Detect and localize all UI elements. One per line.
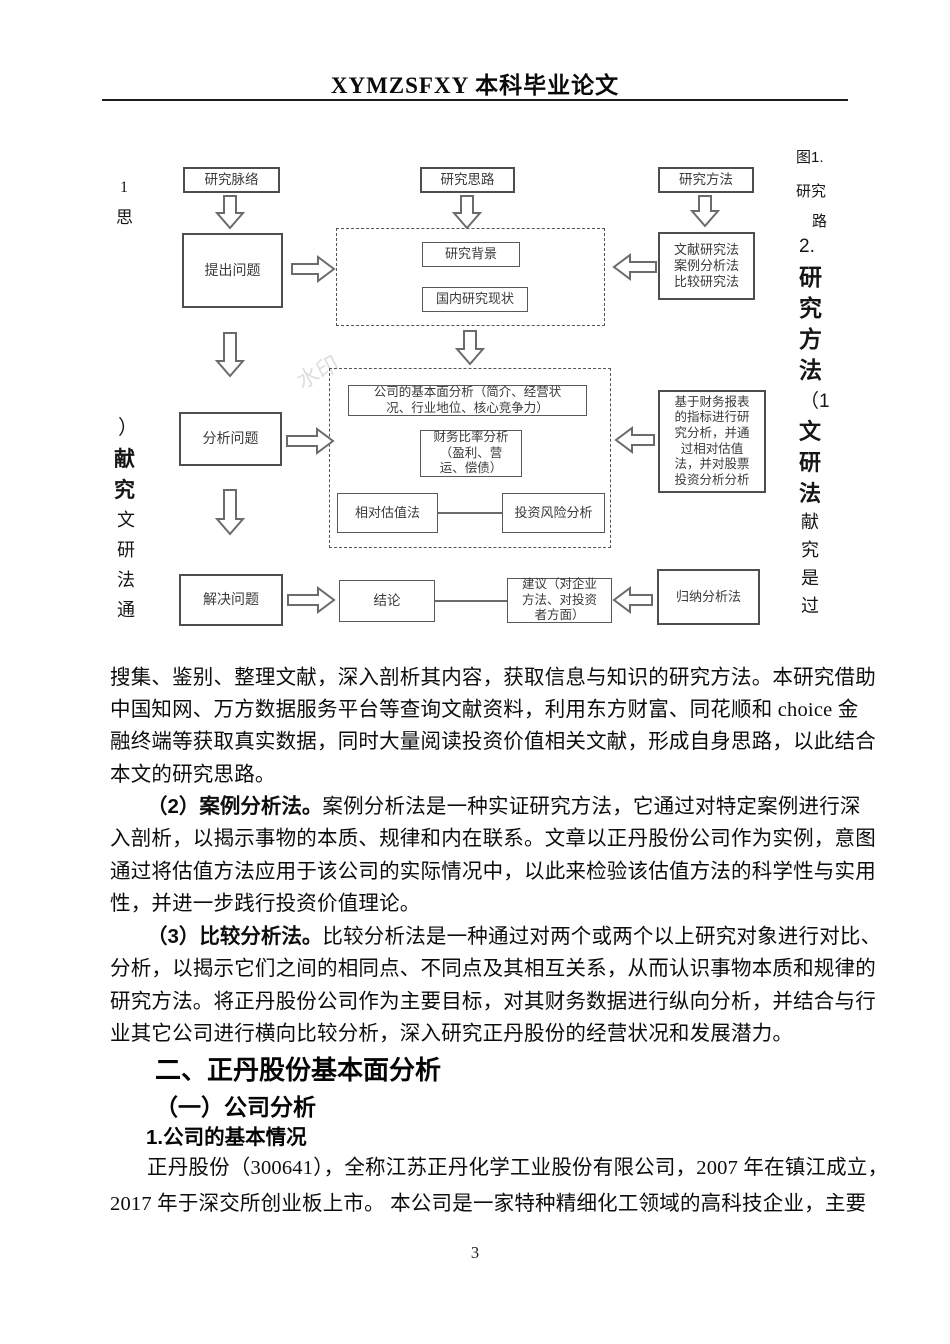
margin-char-right: 研 <box>799 450 822 475</box>
box-suggestion: 建议（对企业 方法、对投资 者方面） <box>507 577 612 623</box>
section-heading-2: （一）公司分析 <box>155 1094 316 1120</box>
section-heading-1: 二、正丹股份基本面分析 <box>155 1055 442 1085</box>
body-text-run: 通过将估值方法应用于该公司的实际情况中，以此来检验该估值方法的科学性与实用 <box>110 861 876 883</box>
header-rule <box>102 99 848 101</box>
margin-char-left: 究 <box>114 479 135 502</box>
margin-char-left: 通 <box>117 600 135 620</box>
body-text-run: 比较分析法是一种通过对两个或两个以上研究对象进行对比、 <box>322 926 882 948</box>
body-text-run: 中国知网、万方数据服务平台等查询文献资料，利用东方财富、同花顺和 choice … <box>110 699 859 721</box>
body-text-run: 搜集、鉴别、整理文献，深入剖析其内容，获取信息与知识的研究方法。本研究借助 <box>110 667 876 689</box>
margin-char-right: 法 <box>799 481 822 506</box>
margin-char-right: （1 <box>800 391 830 412</box>
body-text-run: 本文的研究思路。 <box>110 764 276 786</box>
block-arrow-down <box>451 195 483 230</box>
body-line: 性，并进一步践行投资价值理论。 <box>110 886 850 916</box>
box-solve-question: 解决问题 <box>179 574 283 626</box>
box-analyze-question: 分析问题 <box>179 412 282 466</box>
block-arrow-left <box>612 253 657 281</box>
block-arrow-left <box>612 586 653 614</box>
box-fundamental-analysis: 公司的基本面分析（简介、经营状 况、行业地位、核心竞争力） <box>348 385 587 416</box>
body-line: 中国知网、万方数据服务平台等查询文献资料，利用东方财富、同花顺和 choice … <box>110 692 858 722</box>
body-line: （2）案例分析法。案例分析法是一种实证研究方法，它通过对特定案例进行深 <box>110 789 887 819</box>
body-line: 通过将估值方法应用于该公司的实际情况中，以此来检验该估值方法的科学性与实用 <box>110 854 876 884</box>
body-line: 融终端等获取真实数据，同时大量阅读投资价值相关文献，形成自身思路，以此结合 <box>110 724 876 754</box>
margin-char-left: 思 <box>116 208 133 227</box>
body-text-run: 研究方法。将正丹股份公司作为主要目标，对其财务数据进行纵向分析，并结合与行 <box>110 991 876 1013</box>
margin-char-right: 过 <box>801 596 819 616</box>
body-line: 入剖析，以揭示事物的本质、规律和内在联系。文章以正丹股份公司作为实例，意图 <box>110 821 876 851</box>
body-line: 本文的研究思路。 <box>110 757 850 787</box>
margin-char-right: 法 <box>799 357 822 383</box>
body-bold-label: （2）案例分析法。 <box>147 795 323 818</box>
block-arrow-down <box>214 489 246 536</box>
body-line: 分析，以揭示它们之间的相同点、不同点及其相互关系，从而认识事物本质和规律的 <box>110 951 876 981</box>
body-line: （3）比较分析法。比较分析法是一种通过对两个或两个以上研究对象进行对比、 <box>110 919 887 949</box>
body-text-run: 业其它公司进行横向比较分析，深入研究正丹股份的经营状况和发展潜力。 <box>110 1023 794 1045</box>
margin-char-right: 2. <box>799 236 815 257</box>
body-text-run: 案例分析法是一种实证研究方法，它通过对特定案例进行深 <box>322 796 861 818</box>
body-text-run: 性，并进一步践行投资价值理论。 <box>110 893 421 915</box>
body-text-run: 入剖析，以揭示事物的本质、规律和内在联系。文章以正丹股份公司作为实例，意图 <box>110 828 876 850</box>
margin-char-right: 图1. <box>796 149 824 166</box>
margin-char-right: 研 <box>799 264 822 290</box>
margin-char-left: ） <box>118 417 138 439</box>
box-financial-ratio: 财务比率分析 （盈利、营 运、偿债） <box>420 430 522 477</box>
box-indicator-note: 基于财务报表 的指标进行研 究分析，并通 过相对估值 法，并对股票 投资分析分析 <box>658 390 766 493</box>
body-text-run: 分析，以揭示它们之间的相同点、不同点及其相互关系，从而认识事物本质和规律的 <box>110 958 876 980</box>
page-number: 3 <box>470 1243 480 1262</box>
block-arrow-right <box>291 255 336 283</box>
box-inductive-method: 归纳分析法 <box>657 569 760 625</box>
body-line: 业其它公司进行横向比较分析，深入研究正丹股份的经营状况和发展潜力。 <box>110 1016 850 1046</box>
block-arrow-right <box>286 427 335 455</box>
box-domestic-status: 国内研究现状 <box>422 287 528 312</box>
margin-char-right: 献 <box>801 512 819 532</box>
box-research-context: 研究脉络 <box>183 167 280 193</box>
block-arrow-down <box>214 195 246 230</box>
box-relative-valuation: 相对估值法 <box>337 493 438 533</box>
group-analysis <box>329 368 611 548</box>
margin-char-left: 研 <box>117 540 135 560</box>
margin-char-right: 文 <box>799 419 822 444</box>
body-line: 研究方法。将正丹股份公司作为主要目标，对其财务数据进行纵向分析，并结合与行 <box>110 984 876 1014</box>
margin-char-left: 法 <box>117 570 135 590</box>
margin-char-right: 方 <box>799 326 822 352</box>
block-arrow-down <box>689 195 721 228</box>
body-text-run: 2017 年于深交所创业板上市。 本公司是一家特种精细化工领域的高科技企业，主要 <box>110 1193 867 1215</box>
margin-char-right: 是 <box>801 568 819 588</box>
margin-char-left: 文 <box>117 510 135 530</box>
body-line: 正丹股份（300641），全称江苏正丹化学工业股份有限公司，2007 年在镇江成… <box>110 1150 889 1180</box>
body-text-run: 融终端等获取真实数据，同时大量阅读投资价值相关文献，形成自身思路，以此结合 <box>110 731 876 753</box>
box-research-background: 研究背景 <box>422 242 520 267</box>
margin-char-right: 究 <box>799 295 822 321</box>
margin-char-left: 献 <box>114 448 135 471</box>
block-arrow-down <box>214 332 246 378</box>
page-header-title: XYMZSFXY 本科毕业论文 <box>330 73 620 98</box>
block-arrow-right <box>287 586 336 614</box>
box-research-method: 研究方法 <box>658 167 754 193</box>
box-investment-risk: 投资风险分析 <box>502 493 605 533</box>
margin-char-right: 究 <box>801 540 819 560</box>
margin-char-right: 研究 <box>796 183 827 200</box>
margin-char-left: 1 <box>120 179 128 196</box>
body-text-run: 正丹股份（300641），全称江苏正丹化学工业股份有限公司，2007 年在镇江成… <box>147 1157 889 1179</box>
body-bold-label: （3）比较分析法。 <box>147 925 323 948</box>
box-research-idea: 研究思路 <box>420 167 515 193</box>
box-raise-question: 提出问题 <box>182 233 283 308</box>
section-heading-3: 1.公司的基本情况 <box>146 1126 307 1149</box>
margin-char-right: 路 <box>812 213 828 230</box>
block-arrow-left <box>614 426 655 454</box>
body-line: 2017 年于深交所创业板上市。 本公司是一家特种精细化工领域的高科技企业，主要 <box>110 1186 866 1216</box>
block-arrow-down <box>454 330 486 366</box>
box-method-list: 文献研究法 案例分析法 比较研究法 <box>658 232 755 300</box>
body-line: 搜集、鉴别、整理文献，深入剖析其内容，获取信息与知识的研究方法。本研究借助 <box>110 660 876 690</box>
box-conclusion: 结论 <box>339 580 435 622</box>
